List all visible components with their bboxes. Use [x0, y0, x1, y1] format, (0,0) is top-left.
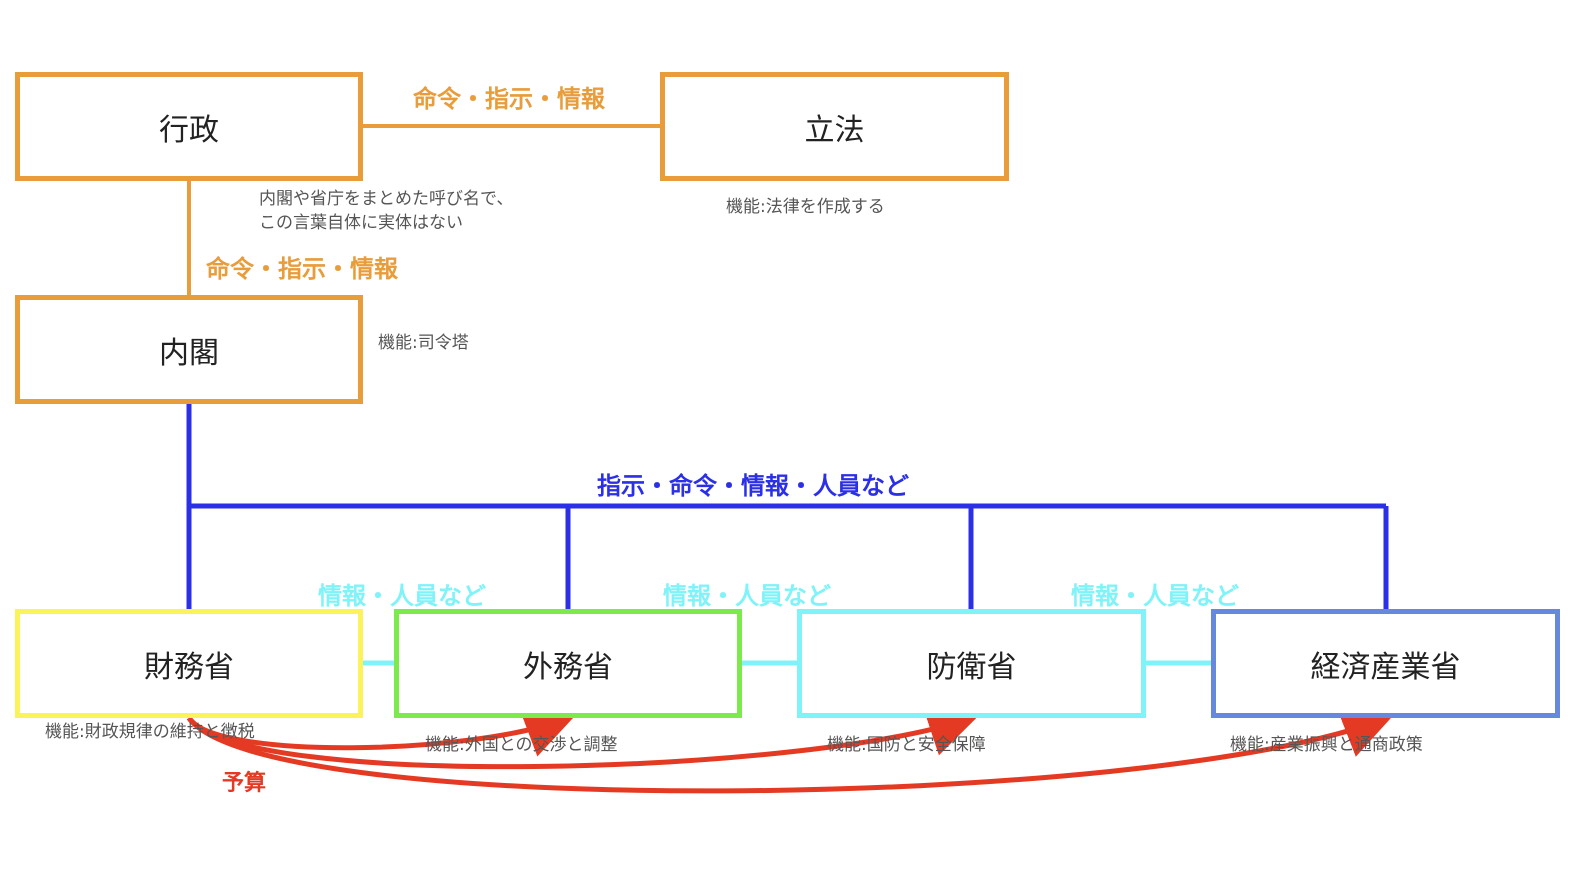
edge-label-budget: 予算: [222, 771, 267, 796]
node-gyosei-label: 行政: [159, 112, 219, 148]
edge-label-gyosei-naikaku: 命令・指示・情報: [206, 255, 398, 283]
edge-label-gyosei-rippo: 命令・指示・情報: [413, 85, 605, 113]
note-keisan: 機能:産業振興と通商政策: [1230, 735, 1423, 755]
note-rippo: 機能:法律を作成する: [726, 197, 885, 217]
note-boei: 機能:国防と安全保障: [827, 735, 986, 755]
node-naikaku-label: 内閣: [159, 335, 219, 371]
note-gyosei-line2: この言葉自体に実体はない: [259, 213, 463, 233]
note-gaimu: 機能:外国との交渉と調整: [425, 735, 618, 755]
node-rippo: 立法: [660, 72, 1009, 181]
edge-label-gaimu-boei: 情報・人員など: [663, 582, 831, 610]
edge-label-zaimu-gaimu: 情報・人員など: [318, 582, 486, 610]
node-boei: 防衛省: [797, 609, 1146, 718]
node-rippo-label: 立法: [804, 112, 865, 148]
node-boei-label: 防衛省: [926, 649, 1017, 685]
node-keisan-label: 経済産業省: [1310, 649, 1461, 685]
node-gaimu: 外務省: [394, 609, 742, 718]
connector-naikaku-ministries: [186, 403, 1389, 611]
budget-arrow-boei: [186, 707, 979, 770]
node-gaimu-label: 外務省: [523, 649, 613, 685]
node-naikaku: 内閣: [15, 295, 363, 404]
budget-arrows: [186, 707, 1394, 794]
node-zaimu-label: 財務省: [144, 649, 234, 685]
edge-label-naikaku-ministries: 指示・命令・情報・人員など: [597, 472, 909, 500]
note-naikaku: 機能:司令塔: [378, 333, 469, 353]
node-zaimu: 財務省: [15, 609, 363, 718]
node-keisan: 経済産業省: [1211, 609, 1560, 718]
note-zaimu: 機能:財政規律の維持と徴税: [45, 722, 255, 742]
note-gyosei: 内閣や省庁をまとめた呼び名で、 この言葉自体に実体はない: [259, 187, 513, 235]
node-gyosei: 行政: [15, 72, 363, 181]
edge-label-boei-keisan: 情報・人員など: [1071, 582, 1239, 610]
note-gyosei-line1: 内閣や省庁をまとめた呼び名で、: [259, 189, 514, 209]
budget-arrow-keisan: [186, 710, 1394, 794]
